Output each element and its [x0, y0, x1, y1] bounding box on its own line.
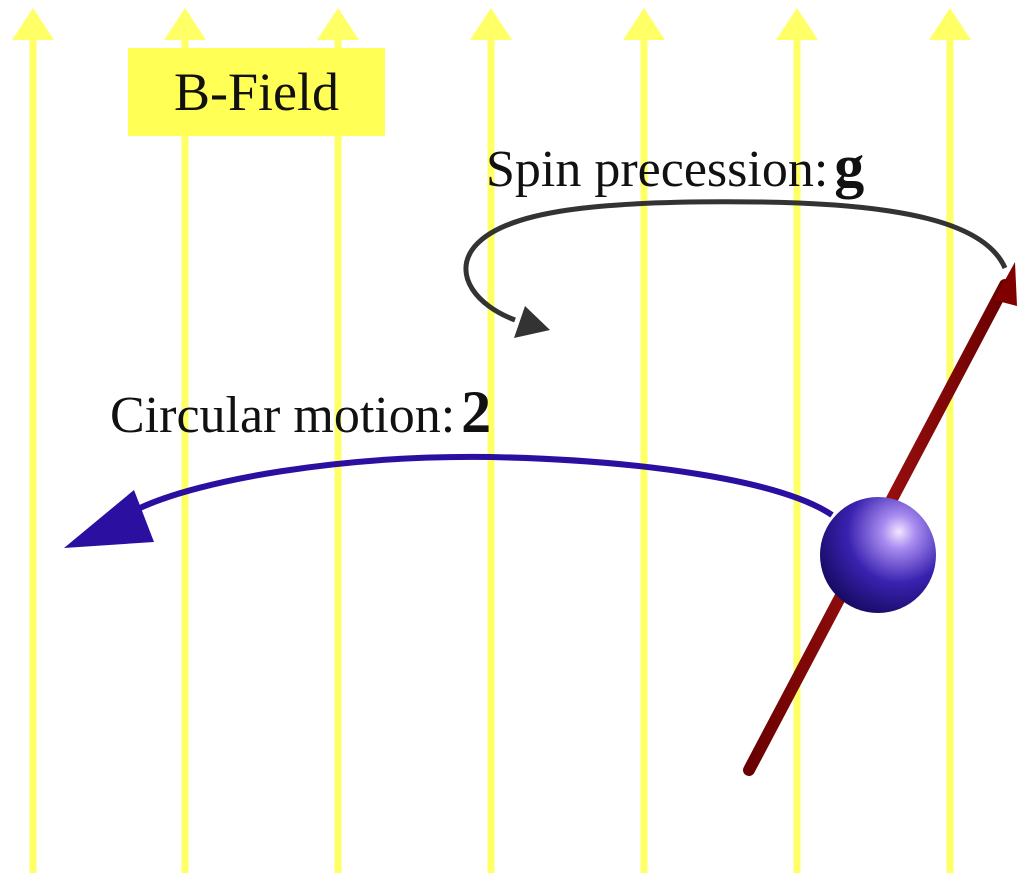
spin-precession-label: Spin precession:g [486, 136, 864, 196]
spin-precession-text: Spin precession: [486, 141, 829, 198]
circular-motion-text: Circular motion: [110, 387, 456, 444]
field-line [929, 8, 971, 873]
field-line [623, 8, 665, 873]
circular-motion-label: Circular motion:2 [110, 382, 491, 442]
particle-sphere-icon [820, 497, 936, 613]
field-lines [12, 8, 971, 873]
field-line [12, 8, 54, 873]
precession-arrow [463, 199, 1008, 338]
field-label-box: B-Field [128, 48, 385, 136]
field-line [317, 8, 359, 873]
orbit-arrow [64, 453, 834, 548]
field-label: B-Field [173, 62, 339, 122]
field-line [164, 8, 206, 873]
circular-motion-value: 2 [461, 379, 492, 445]
spin-precession-value: g [834, 133, 865, 199]
field-line [776, 8, 818, 873]
field-line [470, 8, 512, 873]
